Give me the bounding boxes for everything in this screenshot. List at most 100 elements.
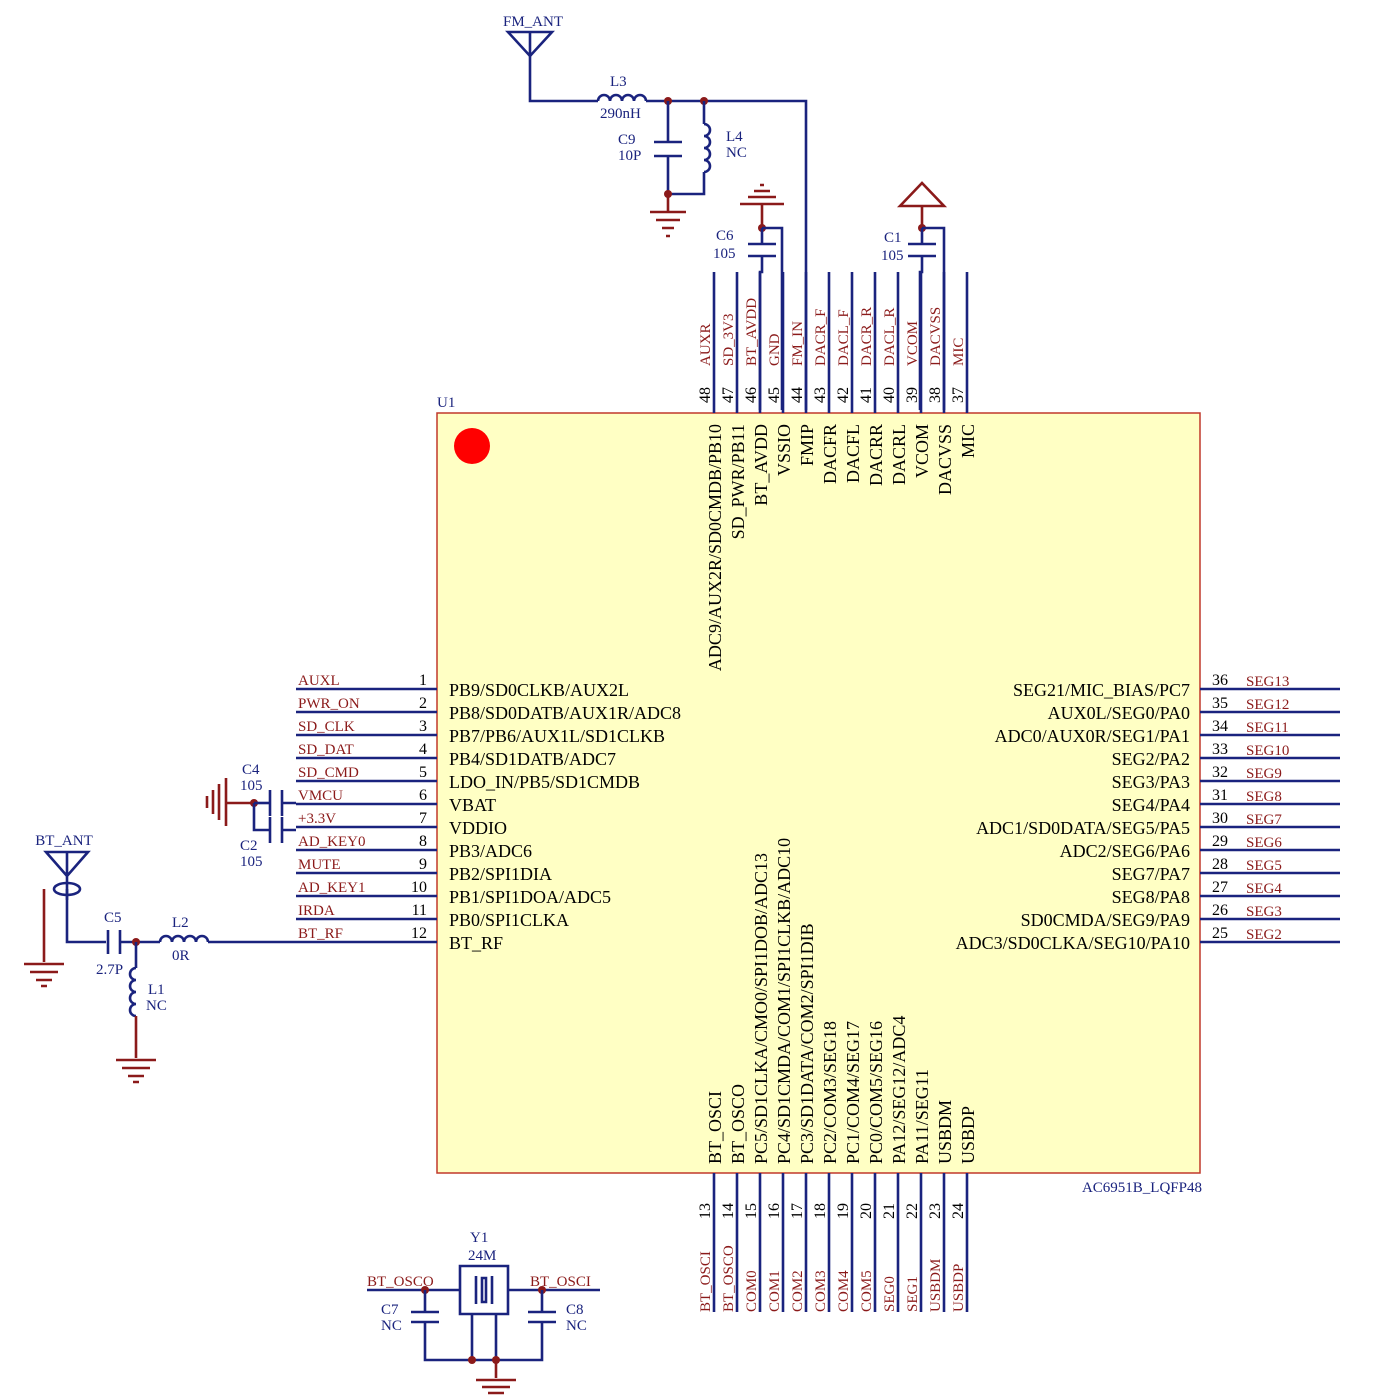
net-label: DACL_R (882, 308, 898, 366)
net-label: BT_AVDD (744, 298, 760, 366)
pin-number: 12 (411, 925, 427, 942)
gnd-c4-icon (205, 778, 254, 826)
c5-value: 2.7P (96, 962, 123, 978)
pin-number: 36 (1212, 672, 1228, 689)
net-label: COM0 (744, 1270, 760, 1312)
pin-number: 37 (950, 387, 967, 403)
pins-bottom: 13BT_OSCIBT_OSCI14BT_OSCOBT_OSCO15COM0PC… (697, 838, 978, 1312)
pin-name: SD0CMDA/SEG9/PA9 (1021, 910, 1190, 930)
bt-ant-label: BT_ANT (35, 833, 93, 849)
l3-value: 290nH (600, 106, 641, 122)
net-label: AUXL (298, 673, 340, 689)
pin-number: 10 (411, 879, 427, 896)
pin-name: DACVSS (935, 424, 955, 495)
pin-name: SEG21/MIC_BIAS/PC7 (1013, 680, 1190, 700)
pin-number: 44 (789, 387, 806, 403)
net-label: BT_RF (298, 926, 343, 942)
c8-ref: C8 (566, 1302, 584, 1318)
pin-name: PC4/SD1CMDA/COM1/SPI1CLKB/ADC10 (774, 838, 794, 1164)
pin-name: PC5/SD1CLKA/CMO0/SPI1DOB/ADC13 (751, 853, 771, 1164)
pin-name: PB3/ADC6 (449, 841, 532, 861)
pin-number: 18 (812, 1203, 829, 1219)
pin-name: ADC9/AUX2R/SD0CMDB/PB10 (705, 424, 725, 671)
pin-number: 14 (720, 1203, 737, 1219)
ic-ref: U1 (437, 395, 455, 411)
net-label: SEG5 (1246, 858, 1282, 874)
l2-inductor (158, 934, 210, 943)
ic-part: AC6951B_LQFP48 (1082, 1180, 1202, 1196)
pin-number: 46 (743, 387, 760, 403)
pin-name: USBDM (935, 1100, 955, 1164)
pin-name: PB1/SPI1DOA/ADC5 (449, 887, 611, 907)
fm-section: FM_ANT L3 290nH C9 10P L4 NC (503, 14, 808, 410)
net-label: SEG12 (1246, 697, 1289, 713)
pin-number: 43 (812, 387, 829, 403)
pin-number: 13 (697, 1203, 714, 1219)
pin-name: SEG2/PA2 (1112, 749, 1190, 769)
pin-name: ADC0/AUX0R/SEG1/PA1 (995, 726, 1190, 746)
pin-number: 34 (1212, 718, 1228, 735)
pin-number: 8 (419, 833, 427, 850)
l2-ref: L2 (172, 915, 189, 931)
pin-number: 3 (419, 718, 427, 735)
pin-name: PB8/SD0DATB/AUX1R/ADC8 (449, 703, 681, 723)
gnd-xtal-icon (476, 1378, 516, 1395)
pin-number: 16 (766, 1203, 783, 1219)
vcom-arrow-icon (896, 181, 948, 228)
net-label: SD_3V3 (721, 313, 737, 366)
net-label: BT_OSCO (721, 1245, 737, 1312)
net-label: SEG13 (1246, 674, 1289, 690)
c4-c2-section: C4 105 C2 105 (205, 762, 296, 870)
l1-value: NC (146, 998, 167, 1014)
pin-number: 2 (419, 695, 427, 712)
net-label: FM_IN (790, 321, 806, 366)
net-label: SEG7 (1246, 812, 1282, 828)
pin-name: SEG7/PA7 (1112, 864, 1190, 884)
c7-value: NC (381, 1318, 402, 1334)
pin-name: PC2/COM3/SEG18 (820, 1021, 840, 1164)
l1-inductor (128, 966, 137, 1018)
net-label: COM2 (790, 1270, 806, 1312)
net-label: GND (767, 333, 783, 366)
pin-name: BT_OSCO (728, 1084, 748, 1164)
net-label: PWR_ON (298, 696, 360, 712)
net-label: DACR_F (813, 308, 829, 366)
pin-name: PB7/PB6/AUX1L/SD1CLKB (449, 726, 665, 746)
c7-ref: C7 (381, 1302, 399, 1318)
pin-name: BT_OSCI (705, 1091, 725, 1164)
pin-number: 4 (419, 741, 427, 758)
pin-number: 48 (697, 387, 714, 403)
xtal-net-left: BT_OSCO (367, 1274, 434, 1290)
pin-name: VSSIO (774, 424, 794, 476)
pin-number: 17 (789, 1203, 806, 1219)
net-label: BT_OSCI (698, 1251, 714, 1312)
net-label: SEG1 (905, 1276, 921, 1312)
net-label: COM5 (859, 1270, 875, 1312)
pin-number: 28 (1212, 856, 1228, 873)
net-label: USBDM (928, 1259, 944, 1312)
c1-capacitor (908, 242, 936, 258)
l4-inductor (703, 122, 712, 174)
c5-capacitor (106, 930, 122, 954)
net-label: SEG10 (1246, 743, 1289, 759)
net-label: MIC (951, 338, 967, 366)
pin1-marker (454, 428, 490, 464)
pin-name: SEG3/PA3 (1112, 772, 1190, 792)
pin-name: ADC3/SD0CLKA/SEG10/PA10 (956, 933, 1190, 953)
pin-name: PB2/SPI1DIA (449, 864, 552, 884)
pin-number: 39 (904, 387, 921, 403)
pin-number: 9 (419, 856, 427, 873)
pin-name: DACFL (843, 424, 863, 483)
c4-value: 105 (240, 778, 263, 794)
pin-name: SD_PWR/PB11 (728, 424, 748, 539)
pin-number: 35 (1212, 695, 1228, 712)
gnd-fm-icon (650, 210, 686, 238)
net-label: SEG11 (1246, 720, 1289, 736)
pin-name: VBAT (449, 795, 496, 815)
net-label: IRDA (298, 903, 335, 919)
c5-ref: C5 (104, 910, 122, 926)
c1-ref: C1 (884, 230, 902, 246)
pin-name: LDO_IN/PB5/SD1CMDB (449, 772, 640, 792)
c6-value: 105 (713, 246, 736, 262)
